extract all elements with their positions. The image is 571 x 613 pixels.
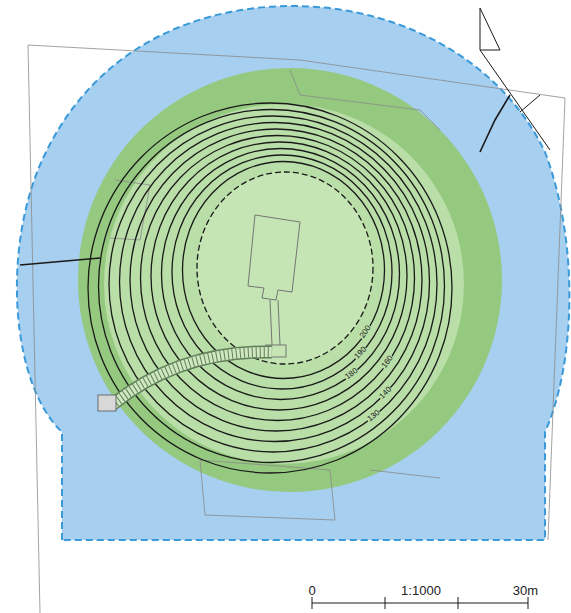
- inner-green-zone: [104, 104, 464, 464]
- outer-green-zone: [78, 68, 502, 492]
- buffer-zone: [17, 6, 569, 540]
- property-lines: [28, 45, 565, 613]
- scale-bar: [312, 597, 528, 609]
- north-arrow: [480, 8, 550, 150]
- stairway: [98, 352, 272, 411]
- scale-value: 0: [308, 584, 315, 597]
- scale-value: 30m: [513, 584, 538, 597]
- summit-building: [248, 215, 300, 357]
- scale-ratio: 1:1000: [401, 584, 441, 597]
- summit-plateau: [197, 172, 373, 364]
- contour-lines: [88, 103, 452, 473]
